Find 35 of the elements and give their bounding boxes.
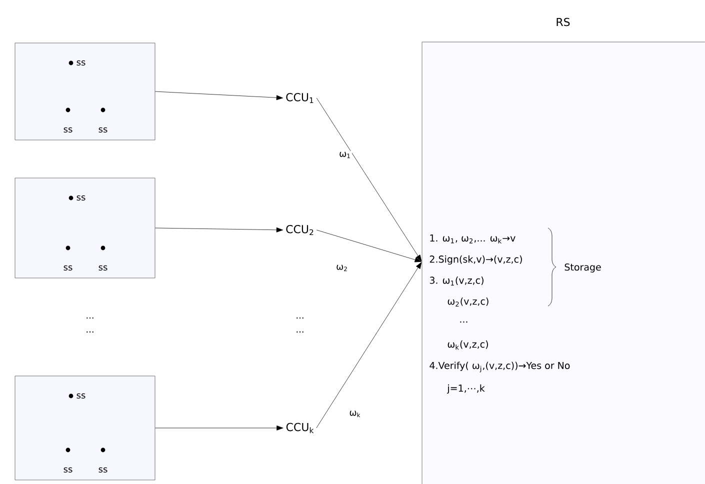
ellipsis: ... [296,317,304,319]
arrow [155,227,283,232]
sensor-label: ss [76,393,86,399]
sensor-label: ss [76,195,86,201]
edge-label: ω$_{2}$ [336,264,347,272]
sensor-label: ss [98,467,108,473]
step-text: 3. ω$_{1}$(v,z,c) [430,276,484,286]
step-text: j=1,⋯,k [447,384,485,394]
heading: RS [556,18,570,26]
step-text: ω$_{k}$(v,z,c) [448,340,488,350]
sensor-label: ss [98,127,108,133]
unit-label: CCU$_{2}$ [286,224,314,236]
arrow [316,262,422,428]
ellipsis: ... [460,321,468,323]
sensor-label: ss [76,60,86,66]
edge-label: ω$_{1}$ [340,152,350,158]
brace-label: Storage [564,263,601,272]
step-text: 2.Sign(sk,v)→(v,z,c) [430,255,522,265]
unit-label: CCU$_{1}$ [286,93,314,103]
sensor-label: ss [98,265,108,271]
arrow [155,91,283,100]
arrow [155,426,284,430]
ellipsis: ... [86,317,94,319]
step-text: ω$_{2}$(v,z,c) [448,297,488,307]
step-text: 1. ω$_{1}$, ω$_{2}$,... ω$_{k}$→v [430,234,516,244]
step-text: 4.Verify( ω$_{j}$,(v,z,c))→Yes or No [430,362,570,372]
ellipsis: ... [86,331,94,333]
ellipsis: ... [296,331,304,333]
arrow [316,230,422,262]
arrow [316,98,422,262]
edge-label: ω$_{k}$ [350,410,360,418]
sensor-label: ss [64,265,72,271]
unit-label: CCU$_{k}$ [286,422,314,434]
sensor-label: ss [64,127,72,133]
sensor-label: ss [64,467,72,473]
